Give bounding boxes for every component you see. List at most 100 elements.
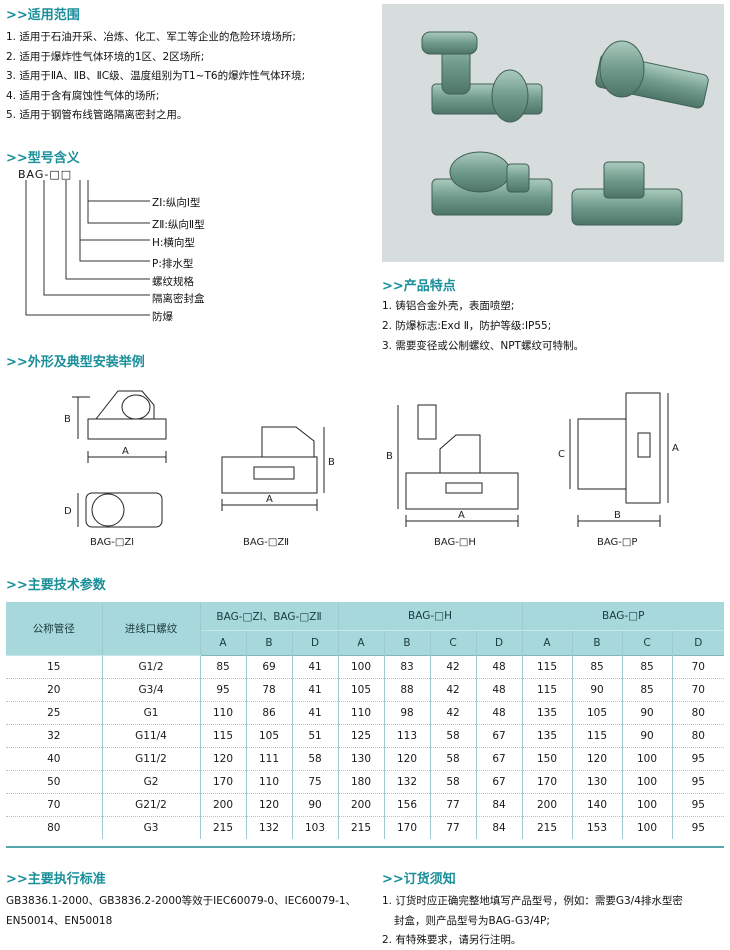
sub-header: A: [200, 630, 247, 656]
drawing-caption-zi: BAG-□ZⅠ: [90, 537, 135, 548]
sub-header: B: [572, 630, 623, 656]
sub-header: D: [292, 630, 339, 656]
table-cell: G1: [102, 701, 201, 725]
table-cell: G3/4: [102, 678, 201, 702]
table-cell: 84: [476, 816, 523, 839]
table-cell: 90: [572, 678, 623, 702]
table-cell: 95: [200, 678, 247, 702]
table-cell: 200: [338, 793, 385, 817]
sub-header: B: [384, 630, 431, 656]
sub-header: C: [430, 630, 477, 656]
table-cell: 95: [691, 776, 705, 788]
table-cell: 135: [522, 701, 573, 725]
table-cell: 15: [6, 655, 103, 679]
table-cell: 85: [200, 655, 247, 679]
table-cell: 80: [691, 730, 705, 742]
features-title: >>产品特点: [382, 279, 456, 294]
drawing-caption-h: BAG-□H: [434, 537, 476, 548]
table-cell: 67: [476, 724, 523, 748]
sub-header: C: [622, 630, 673, 656]
table-cell: 80: [691, 707, 705, 719]
dim-label: B: [386, 451, 393, 462]
table-cell: 88: [384, 678, 431, 702]
table-cell: G21/2: [102, 793, 201, 817]
table-cell: 85: [622, 678, 673, 702]
dim-label: D: [64, 506, 72, 517]
table-cell: 150: [522, 747, 573, 771]
scope-item: 4. 适用于含有腐蚀性气体的场所;: [6, 90, 160, 102]
table-cell: 130: [572, 770, 623, 794]
model-label-box: 隔离密封盒: [152, 293, 205, 305]
dim-label: B: [614, 510, 621, 521]
table-cell: 110: [338, 701, 385, 725]
table-cell: G1/2: [102, 655, 201, 679]
table-cell: 20: [6, 678, 103, 702]
table-cell: 200: [200, 793, 247, 817]
table-cell: 32: [6, 724, 103, 748]
table-cell: 100: [622, 816, 673, 839]
features-item: 3. 需要变径或公制螺纹、NPT螺纹可特制。: [382, 340, 584, 352]
dim-label: C: [558, 449, 565, 460]
table-cell: 170: [200, 770, 247, 794]
table-cell: 140: [572, 793, 623, 817]
params-title: >>主要技术参数: [6, 578, 106, 593]
table-cell: 200: [522, 793, 573, 817]
table-cell: 48: [476, 655, 523, 679]
scope-item: 1. 适用于石油开采、冶炼、化工、军工等企业的危险环境场所;: [6, 31, 296, 43]
table-cell: 77: [430, 793, 477, 817]
table-cell: 120: [384, 747, 431, 771]
table-cell: 100: [622, 770, 673, 794]
table-cell: 41: [292, 701, 339, 725]
table-cell: 77: [430, 816, 477, 839]
table-cell: 25: [6, 701, 103, 725]
dim-label: B: [64, 414, 71, 425]
col-header-nominal: 公称管径: [6, 602, 103, 656]
table-cell: 130: [338, 747, 385, 771]
table-cell: G11/4: [102, 724, 201, 748]
table-cell: 132: [246, 816, 293, 839]
table-cell: 67: [476, 770, 523, 794]
table-cell: 90: [622, 724, 673, 748]
product-photo: [382, 4, 724, 262]
table-cell: 215: [338, 816, 385, 839]
table-cell: 156: [384, 793, 431, 817]
table-cell: 85: [572, 655, 623, 679]
table-cell: 95: [691, 799, 705, 811]
table-cell: G11/2: [102, 747, 201, 771]
table-cell: 132: [384, 770, 431, 794]
table-cell: 105: [572, 701, 623, 725]
table-cell: 41: [292, 655, 339, 679]
ordering-title: >>订货须知: [382, 872, 456, 887]
table-cell: 170: [522, 770, 573, 794]
table-cell: 135: [522, 724, 573, 748]
table-cell: 84: [476, 793, 523, 817]
drawings-title: >>外形及典型安装举例: [6, 355, 145, 370]
standards-line: EN50014、EN50018: [6, 915, 113, 927]
standards-line: GB3836.1-2000、GB3836.2-2000等效于IEC60079-0…: [6, 895, 357, 907]
table-cell: 42: [430, 701, 477, 725]
model-label-z2: ZⅡ:纵向Ⅱ型: [152, 219, 205, 231]
table-cell: 100: [338, 655, 385, 679]
model-label-p: P:排水型: [152, 258, 194, 270]
table-cell: 113: [384, 724, 431, 748]
table-cell: 111: [246, 747, 293, 771]
table-cell: G2: [102, 770, 201, 794]
col-header-thread: 进线口螺纹: [102, 602, 201, 656]
group-header-h: BAG-□H: [338, 602, 523, 631]
ordering-line: 1. 订货时应正确完整地填写产品型号，例如：需要G3/4排水型密: [382, 895, 683, 907]
table-cell: 67: [476, 747, 523, 771]
table-cell: 48: [476, 678, 523, 702]
table-cell: 98: [384, 701, 431, 725]
table-cell: 120: [246, 793, 293, 817]
table-cell: 58: [430, 770, 477, 794]
table-cell: 48: [476, 701, 523, 725]
table-cell: 105: [338, 678, 385, 702]
table-cell: 70: [691, 684, 705, 696]
table-cell: 110: [200, 701, 247, 725]
table-cell: 100: [622, 747, 673, 771]
params-table: 公称管径 进线口螺纹 BAG-□ZⅠ、BAG-□ZⅡ BAG-□H BAG-□P…: [6, 602, 724, 839]
table-cell: 58: [430, 747, 477, 771]
table-cell: 90: [622, 701, 673, 725]
